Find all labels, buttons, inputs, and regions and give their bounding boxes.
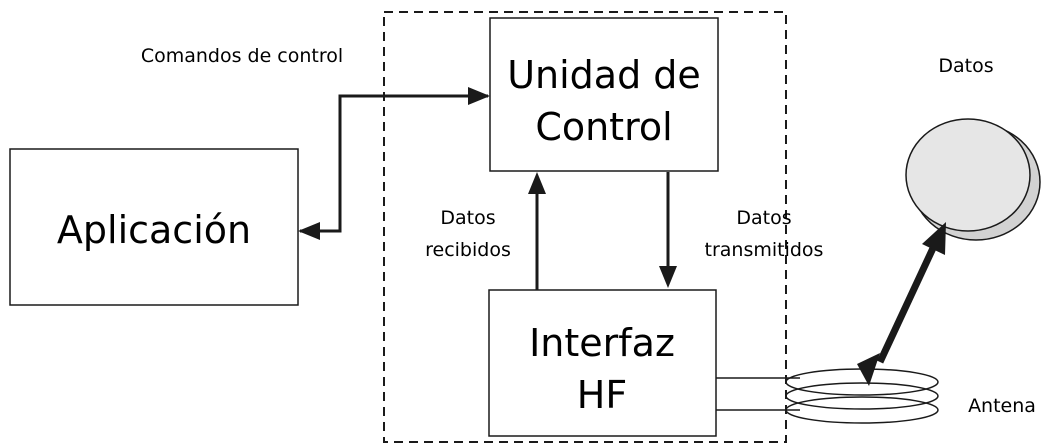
arrowhead-to-control-unit	[468, 87, 490, 105]
received-data-label-line2: recibidos	[425, 239, 511, 261]
control-commands-label: Comandos de control	[141, 45, 343, 67]
received-data-label-line1: Datos	[440, 207, 495, 229]
application-label: Aplicación	[57, 208, 251, 252]
antenna-label: Antena	[968, 395, 1036, 417]
transmitted-data-label-line1: Datos	[736, 207, 791, 229]
coupling-arrow-shaft	[876, 244, 938, 364]
control-unit-label-line2: Control	[535, 105, 672, 149]
received-data-arrowhead	[528, 172, 546, 194]
hf-interface-box	[488, 289, 717, 437]
data-carrier-disk	[905, 118, 1041, 241]
data-carrier-label: Datos	[938, 55, 993, 77]
reader-boundary	[383, 11, 787, 443]
antenna-coil	[785, 368, 939, 424]
arrowhead-to-application	[298, 222, 320, 240]
transmitted-data-arrowhead	[659, 266, 677, 288]
hf-interface-label-line1: Interfaz	[529, 321, 675, 365]
hf-interface-label-line2: HF	[577, 373, 627, 417]
transmitted-data-label-line2: transmitidos	[705, 239, 824, 261]
control-unit-box	[489, 17, 719, 172]
application-box	[9, 148, 299, 306]
coupling-arrowhead-bottom	[857, 353, 880, 386]
coupling-arrowhead-top	[922, 222, 946, 255]
control-unit-label-line1: Unidad de	[507, 53, 701, 97]
